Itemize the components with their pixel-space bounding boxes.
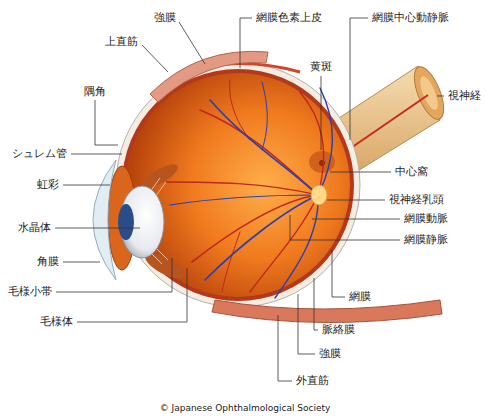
optic-disc: [311, 185, 327, 205]
part-label: 上直筋: [105, 36, 138, 49]
part-label: 毛様小帯: [8, 286, 52, 299]
part-label: シュレム管: [12, 148, 67, 161]
part-label: 網膜: [349, 291, 371, 304]
part-label: 水晶体: [18, 222, 51, 235]
leader-lines: [55, 18, 444, 381]
retinal-vessels: [166, 80, 333, 298]
nerve-cut-face: [408, 63, 449, 123]
part-label: 虹彩: [37, 179, 59, 192]
part-label: 網膜動脈: [404, 213, 448, 226]
part-label: 外直筋: [296, 375, 329, 388]
sclera: [116, 63, 360, 307]
part-label: 網膜色素上皮: [256, 12, 322, 25]
part-label: 角膜: [37, 256, 59, 269]
part-label: 強膜: [154, 12, 176, 25]
superior-rectus: [150, 51, 268, 102]
part-label: 視神経: [448, 90, 481, 103]
part-label: 強膜: [319, 348, 341, 361]
lateral-rectus: [212, 300, 442, 323]
part-label: 網膜中心動静脈: [372, 12, 449, 25]
retina: [126, 73, 350, 297]
part-label: 隅角: [84, 86, 106, 99]
nerve-core: [417, 74, 442, 112]
choroid: [122, 69, 354, 301]
copyright-note: © Japanese Ophthalmological Society: [160, 403, 331, 413]
part-label: 視神経乳頭: [389, 194, 444, 207]
pupil: [118, 204, 134, 240]
part-label: 黄斑: [310, 61, 332, 74]
part-label: 脈絡膜: [322, 324, 355, 337]
central-vessel: [348, 95, 428, 150]
part-label: 中心窩: [395, 166, 428, 179]
part-label: 毛様体: [40, 316, 73, 329]
part-label: 網膜静脈: [404, 234, 448, 247]
